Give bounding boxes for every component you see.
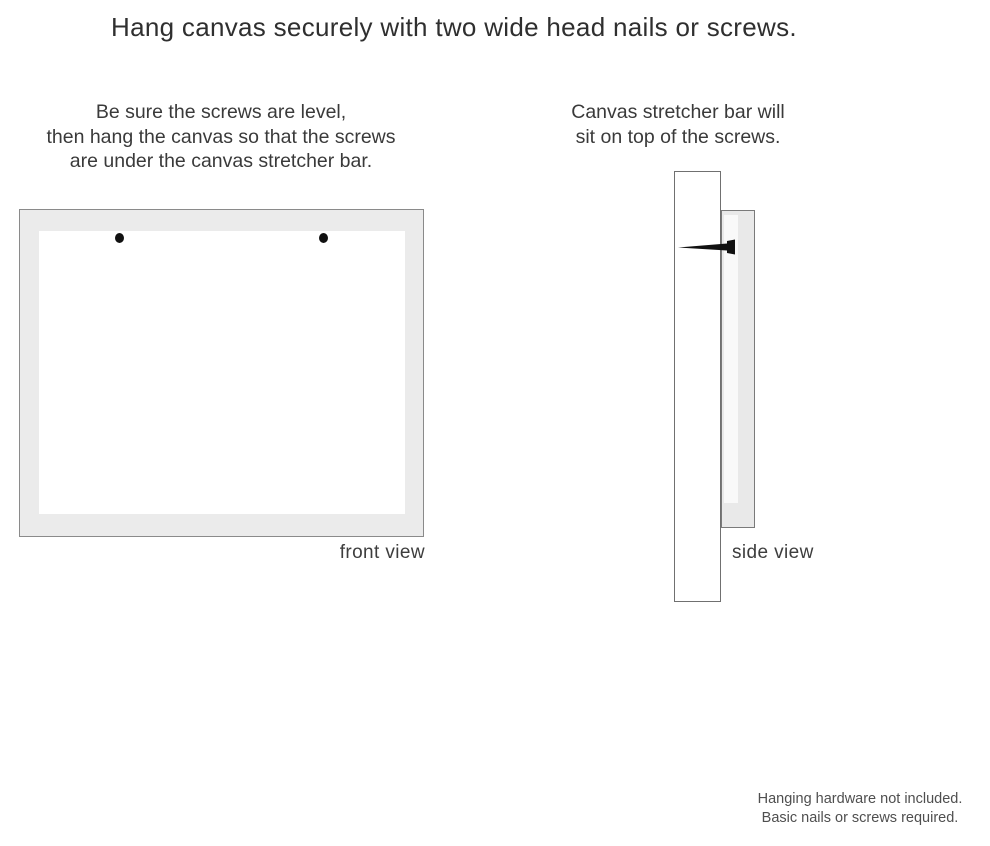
page-title: Hang canvas securely with two wide head … bbox=[111, 12, 797, 42]
hardware-footnote-text: Hanging hardware not included. Basic nai… bbox=[757, 791, 963, 826]
side-view-instruction-text: Canvas stretcher bar will sit on top of … bbox=[571, 101, 785, 148]
canvas-side-view-inner-face bbox=[724, 215, 738, 503]
canvas-front-face bbox=[39, 231, 405, 514]
screw-right-icon bbox=[319, 233, 328, 243]
front-view-instruction-text: Be sure the screws are level, then hang … bbox=[46, 101, 396, 172]
nail-icon bbox=[678, 239, 735, 255]
front-view-label: front view bbox=[339, 542, 425, 563]
canvas-front-view-frame bbox=[19, 209, 424, 537]
side-view-label: side view bbox=[732, 542, 814, 563]
canvas-side-view-strip bbox=[721, 210, 755, 528]
screw-left-icon bbox=[115, 233, 124, 243]
stretcher-bar-side-view bbox=[674, 171, 721, 602]
